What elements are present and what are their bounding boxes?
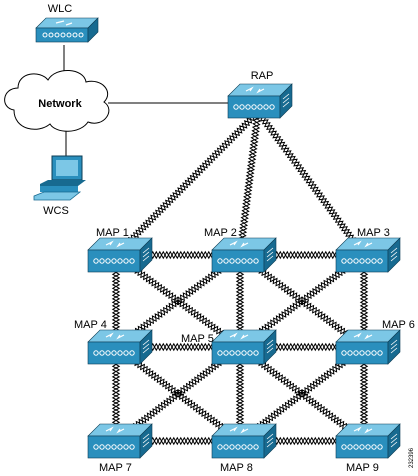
map2-icon bbox=[211, 237, 277, 273]
wireless-link-rap-m1-b bbox=[118, 111, 260, 252]
map5-label: MAP 5 bbox=[181, 333, 214, 345]
map4-icon bbox=[87, 329, 153, 365]
map9-label: MAP 9 bbox=[346, 462, 379, 474]
map8-icon bbox=[211, 423, 277, 459]
map3-label: MAP 3 bbox=[357, 227, 390, 239]
map3-icon bbox=[335, 237, 401, 273]
map6-icon bbox=[335, 329, 401, 365]
wcs-label: WCS bbox=[43, 205, 69, 217]
wlc-icon bbox=[35, 17, 99, 43]
network-cloud-icon bbox=[4, 70, 110, 132]
map1-label: MAP 1 bbox=[96, 227, 129, 239]
map1-icon bbox=[87, 237, 153, 273]
rap-icon bbox=[227, 83, 293, 119]
workstation-icon bbox=[33, 155, 86, 201]
rap-label: RAP bbox=[251, 70, 274, 82]
wireless-links bbox=[111, 110, 369, 446]
map8-label: MAP 8 bbox=[220, 462, 253, 474]
map5-icon bbox=[211, 329, 277, 365]
network-label: Network bbox=[38, 98, 82, 110]
wlc-label: WLC bbox=[48, 3, 73, 15]
map7-label: MAP 7 bbox=[99, 462, 132, 474]
map2-label: MAP 2 bbox=[204, 227, 237, 239]
map9-icon bbox=[335, 423, 401, 459]
figure-id: 232396 bbox=[409, 447, 415, 468]
map7-icon bbox=[87, 423, 153, 459]
wireless-link-rap-m3-b bbox=[257, 110, 363, 254]
map6-label: MAP 6 bbox=[382, 319, 415, 331]
map4-label: MAP 4 bbox=[74, 319, 107, 331]
wireless-link-rap-m2-b bbox=[236, 111, 263, 252]
